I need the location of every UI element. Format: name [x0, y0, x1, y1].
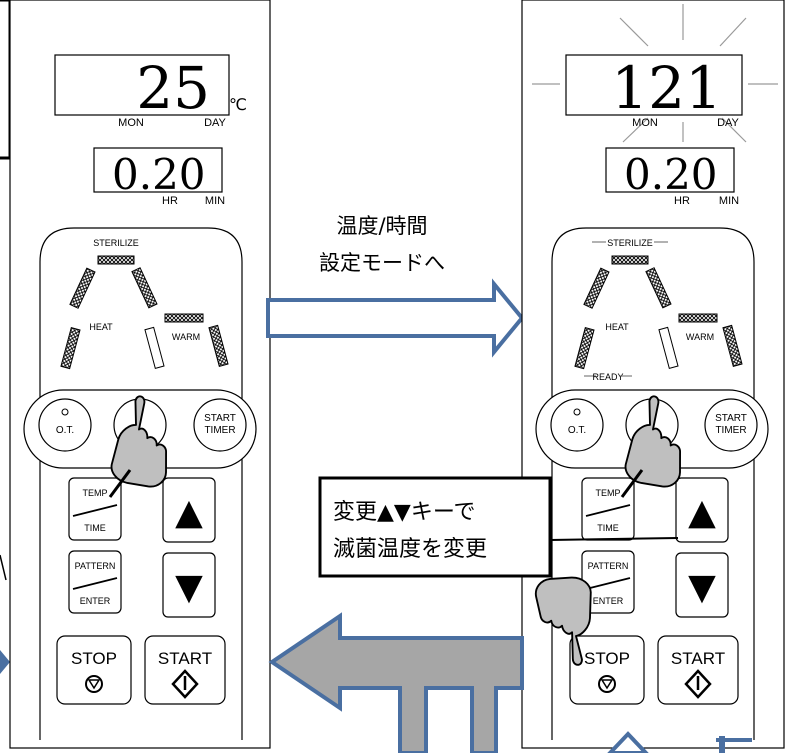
right-heat-bar: [574, 327, 595, 370]
left-start-timer-key[interactable]: START TIMER: [193, 398, 247, 452]
left-sterilize-bar: [97, 255, 135, 265]
right-sterilize-bar: [611, 255, 649, 265]
left-up-key[interactable]: ▲: [162, 477, 216, 543]
left-up-glyph: ▲: [175, 492, 203, 533]
right-control-panel: 121 MON DAY 0.20 HR MIN STERILIZE HEAT W…: [513, 0, 785, 749]
left-lower-outline: [39, 227, 243, 740]
callout-line1: 変更▲▼キーで: [333, 500, 476, 525]
left-ready-bar: [144, 326, 165, 369]
right-temp-display: [565, 54, 743, 116]
right-pattern-enter-key[interactable]: PATTERN ENTER: [581, 550, 635, 614]
right-hr-label: HR: [674, 195, 690, 207]
transition-label-line1: 温度/時間: [336, 214, 427, 238]
right-lower-outline: [551, 227, 755, 740]
left-heat-bar: [60, 327, 81, 370]
right-temp-value: 121: [611, 54, 722, 122]
right-stop-key[interactable]: STOP: [569, 635, 645, 705]
right-mon-label: MON: [632, 117, 658, 129]
left-finger-line: [108, 469, 132, 498]
left-control-panel: 25 ℃ MON DAY 0.20 HR MIN STERILIZE HEAT …: [9, 0, 271, 749]
left-temp-key-bottom: TIME: [84, 523, 106, 533]
left-warm-bar: [208, 324, 229, 367]
left-stop-label: STOP: [71, 649, 117, 668]
left-panel-frame: [9, 0, 271, 749]
left-temp-value: 25: [136, 54, 210, 122]
left-start-label: START: [158, 649, 212, 668]
right-start-key[interactable]: START: [657, 635, 739, 705]
right-ready-label: READY: [592, 372, 623, 382]
right-warm-label: WARM: [686, 332, 714, 342]
right-ot-label: O.T.: [568, 425, 586, 436]
left-down-key[interactable]: ▼: [162, 552, 216, 618]
right-stop-label: STOP: [584, 649, 630, 668]
right-min-label: MIN: [719, 195, 739, 207]
key-change-callout: 変更▲▼キーで 滅菌温度を変更: [318, 476, 679, 578]
left-heat-up-bar: [69, 267, 96, 309]
left-ot-key[interactable]: O.T.: [38, 398, 92, 452]
right-start-label: START: [671, 649, 725, 668]
right-warm-top-bar: [678, 313, 718, 323]
right-heat-label: HEAT: [605, 322, 629, 332]
left-pattern-enter-key[interactable]: PATTERN ENTER: [68, 550, 122, 614]
right-up-key[interactable]: ▲: [675, 477, 729, 543]
right-heat-up-bar: [583, 267, 610, 309]
left-temp-unit: ℃: [229, 95, 247, 114]
callout-pointer: [549, 537, 679, 541]
right-temp-time-key[interactable]: TEMP TIME: [581, 477, 635, 541]
return-arrow: [268, 612, 524, 753]
left-temp-display: [54, 54, 230, 116]
right-start-timer-line2: TIMER: [715, 425, 746, 436]
left-hr-label: HR: [162, 195, 178, 207]
callout-box: [318, 476, 552, 578]
right-temp-key-top: TEMP: [595, 488, 620, 498]
left-sterilize-label: STERILIZE: [93, 238, 139, 248]
left-time-display: [93, 147, 223, 193]
right-up-glyph: ▲: [688, 492, 716, 533]
left-pointer-line: [0, 554, 7, 581]
transition-label-line2: 設定モードへ: [319, 251, 445, 275]
left-cool-down-bar: [131, 267, 158, 309]
left-temp-key-top: TEMP: [82, 488, 107, 498]
right-warm-bar: [722, 324, 743, 367]
left-min-label: MIN: [205, 195, 225, 207]
left-time-value: 0.20: [112, 150, 206, 199]
right-pattern-key-bottom: ENTER: [593, 596, 624, 606]
left-start-key[interactable]: START: [144, 635, 226, 705]
left-heat-label: HEAT: [89, 322, 113, 332]
return-arrow-body: [268, 612, 524, 753]
bottom-arrow-tip: [607, 731, 649, 753]
left-pattern-key-top: PATTERN: [75, 561, 116, 571]
left-temp-time-key[interactable]: TEMP TIME: [68, 477, 122, 541]
right-temp-flash-rays: [532, 4, 778, 143]
left-start-timer-line1: START: [204, 413, 236, 424]
right-start-timer-key[interactable]: START TIMER: [704, 398, 758, 452]
right-pattern-key-top: PATTERN: [588, 561, 629, 571]
right-start-timer-line1: START: [715, 413, 747, 424]
left-down-glyph: ▼: [175, 567, 203, 608]
right-day-label: DAY: [717, 117, 739, 129]
right-down-glyph: ▼: [688, 567, 716, 608]
left-warm-top-bar: [164, 313, 204, 323]
right-temp-key-bottom: TIME: [597, 523, 619, 533]
right-transition-arrow: [266, 278, 525, 358]
left-pattern-key-bottom: ENTER: [80, 596, 111, 606]
left-day-label: DAY: [204, 117, 226, 129]
left-cropped-box: [0, 0, 12, 160]
right-ready-bar: [658, 326, 679, 369]
right-finger-line: [620, 469, 644, 498]
left-mon-label: MON: [118, 117, 144, 129]
right-time-display: [605, 147, 735, 193]
right-time-value: 0.20: [624, 150, 718, 199]
left-stop-key[interactable]: STOP: [56, 635, 132, 705]
right-down-key[interactable]: ▼: [675, 552, 729, 618]
right-ot-key[interactable]: O.T.: [550, 398, 604, 452]
callout-line2: 滅菌温度を変更: [333, 537, 487, 562]
right-cool-down-bar: [645, 267, 672, 309]
left-start-timer-line2: TIMER: [204, 425, 235, 436]
right-sterilize-label: STERILIZE: [607, 238, 653, 248]
left-warm-label: WARM: [172, 332, 200, 342]
left-ot-label: O.T.: [56, 425, 74, 436]
left-edge-arrow-tip: [0, 650, 10, 674]
